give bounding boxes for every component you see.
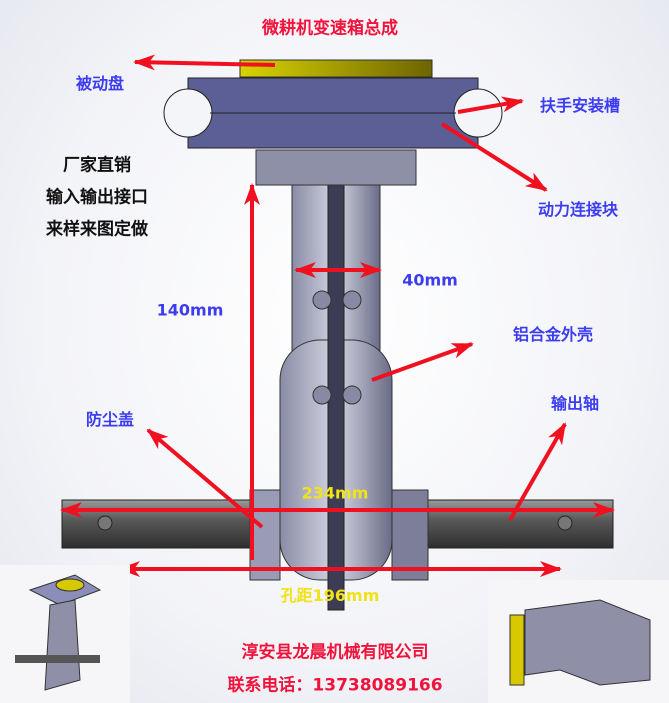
label-driven-disc: 被动盘 xyxy=(75,74,125,93)
driven-disc-part xyxy=(239,59,433,78)
dim-hole-distance: 孔距196mm xyxy=(280,586,380,605)
dim-width: 40mm xyxy=(402,270,458,290)
thumbnail-left-view xyxy=(0,565,130,703)
arrow-power-block xyxy=(440,122,548,192)
label-handle-slot: 扶手安装槽 xyxy=(539,96,621,115)
label-power-block: 动力连接块 xyxy=(537,200,619,219)
dust-cover-part xyxy=(249,489,281,581)
promo-line-1: 厂家直销 xyxy=(63,155,131,176)
company-name: 淳安县龙晨机械有限公司 xyxy=(241,642,429,663)
diagram-title: 微耕机变速箱总成 xyxy=(262,18,398,39)
label-dust-cover: 防尘盖 xyxy=(85,410,135,429)
label-output-shaft: 输出轴 xyxy=(550,394,600,413)
dim-height: 140mm xyxy=(156,300,224,320)
dim-shaft-length: 234mm xyxy=(301,483,369,503)
arrow-handle-slot xyxy=(457,96,524,114)
power-connection-block xyxy=(255,149,417,186)
label-aluminum-shell: 铝合金外壳 xyxy=(512,325,594,344)
promo-line-3: 来样来图定做 xyxy=(46,219,148,240)
promo-line-2: 输入输出接口 xyxy=(46,187,148,208)
arrow-shell xyxy=(371,342,474,382)
contact-phone: 联系电话：13738089166 xyxy=(227,675,443,696)
arrow-driven-disc xyxy=(133,54,276,71)
thumbnail-right-view xyxy=(488,580,669,703)
